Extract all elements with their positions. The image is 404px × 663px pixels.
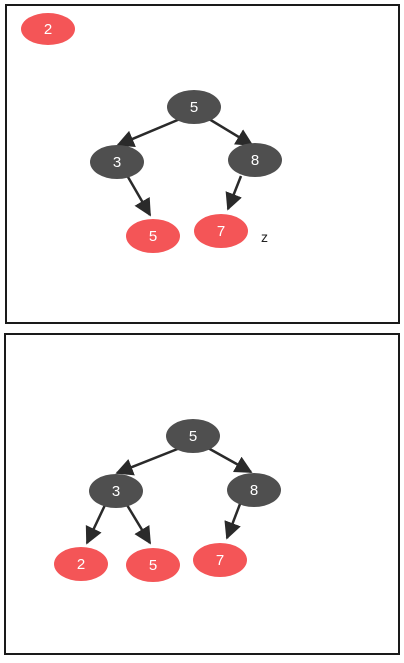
p2-node-left-left-label: 2: [77, 556, 85, 573]
p2-node-right-left: 7: [193, 543, 247, 577]
edge-left-to-left-left: [85, 504, 107, 545]
edge-root-to-left: [116, 117, 181, 147]
p1-node-right: 8: [228, 143, 282, 177]
p2-node-left-right-label: 5: [149, 557, 157, 574]
z-annotation: z: [261, 229, 268, 245]
edge-root-to-right: [207, 446, 253, 474]
edge-left-to-left-right: [126, 176, 152, 217]
p2-node-left-label: 3: [112, 483, 120, 500]
edge-right-to-right-left: [224, 503, 242, 540]
p2-node-left-left: 2: [54, 547, 108, 581]
p2-node-root-label: 5: [189, 428, 197, 445]
p1-node-right-left-label: 7: [217, 223, 225, 240]
p2-node-root: 5: [166, 419, 220, 453]
p1-node-left-label: 3: [113, 154, 121, 171]
p1-node-left-right: 5: [126, 219, 180, 253]
p1-node-root: 5: [167, 90, 221, 124]
after-panel-frame: [4, 333, 400, 655]
before-panel-frame: [5, 4, 400, 324]
p1-node-right-label: 8: [251, 152, 259, 169]
p2-node-left: 3: [89, 474, 143, 508]
p1-node-right-left: 7: [194, 214, 248, 248]
edge-left-to-left-right: [125, 504, 152, 545]
edge-right-to-right-left: [225, 175, 243, 211]
p1-node-left: 3: [90, 145, 144, 179]
p2-node-left-right: 5: [126, 548, 180, 582]
edge-root-to-right: [208, 117, 254, 147]
floating-node-label: 2: [44, 21, 52, 38]
p2-node-right-left-label: 7: [216, 552, 224, 569]
p2-node-right: 8: [227, 473, 281, 507]
p1-node-left-right-label: 5: [149, 228, 157, 245]
edge-root-to-left: [115, 446, 181, 476]
p1-node-root-label: 5: [190, 99, 198, 116]
floating-node-2: 2: [21, 13, 75, 45]
p2-node-right-label: 8: [250, 482, 258, 499]
